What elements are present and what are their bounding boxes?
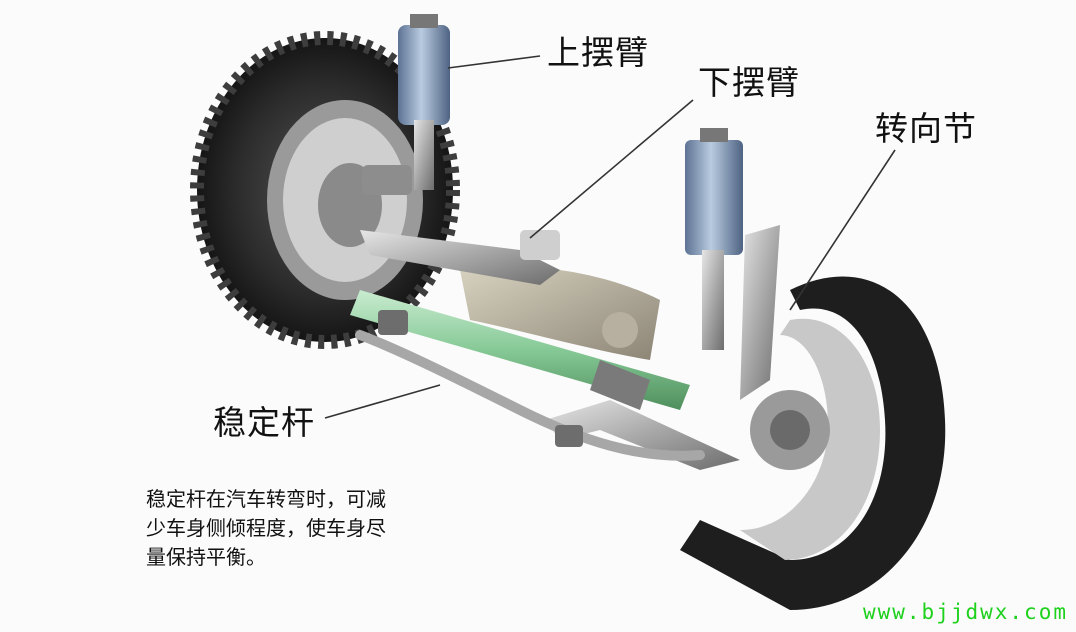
- watermark: www.bjjdwx.com: [862, 600, 1068, 624]
- upper-arm-label: 上摆臂: [547, 33, 649, 72]
- upper-arm-leader: [447, 55, 541, 69]
- stabilizer-bar: [355, 310, 705, 461]
- stabilizer-leader: [324, 384, 441, 419]
- lower-arm-leader: [529, 99, 694, 239]
- steering-knuckle-label: 转向节: [875, 109, 977, 148]
- description-line: 少车身侧倾程度，使车身尽: [146, 516, 386, 540]
- lower-arm-label: 下摆臂: [698, 63, 800, 102]
- description-text: 稳定杆在汽车转弯时，可减 少车身侧倾程度，使车身尽 量保持平衡。: [146, 485, 476, 572]
- left-strut: [362, 14, 450, 195]
- right-wheel: [680, 276, 946, 610]
- knuckle-leader: [789, 149, 896, 311]
- stabilizer-bar-label: 稳定杆: [213, 403, 315, 442]
- description-line: 量保持平衡。: [146, 545, 266, 569]
- right-strut: [685, 128, 780, 400]
- description-line: 稳定杆在汽车转弯时，可减: [146, 487, 386, 511]
- steering-rack: [350, 266, 690, 410]
- leader-lines: [324, 55, 896, 419]
